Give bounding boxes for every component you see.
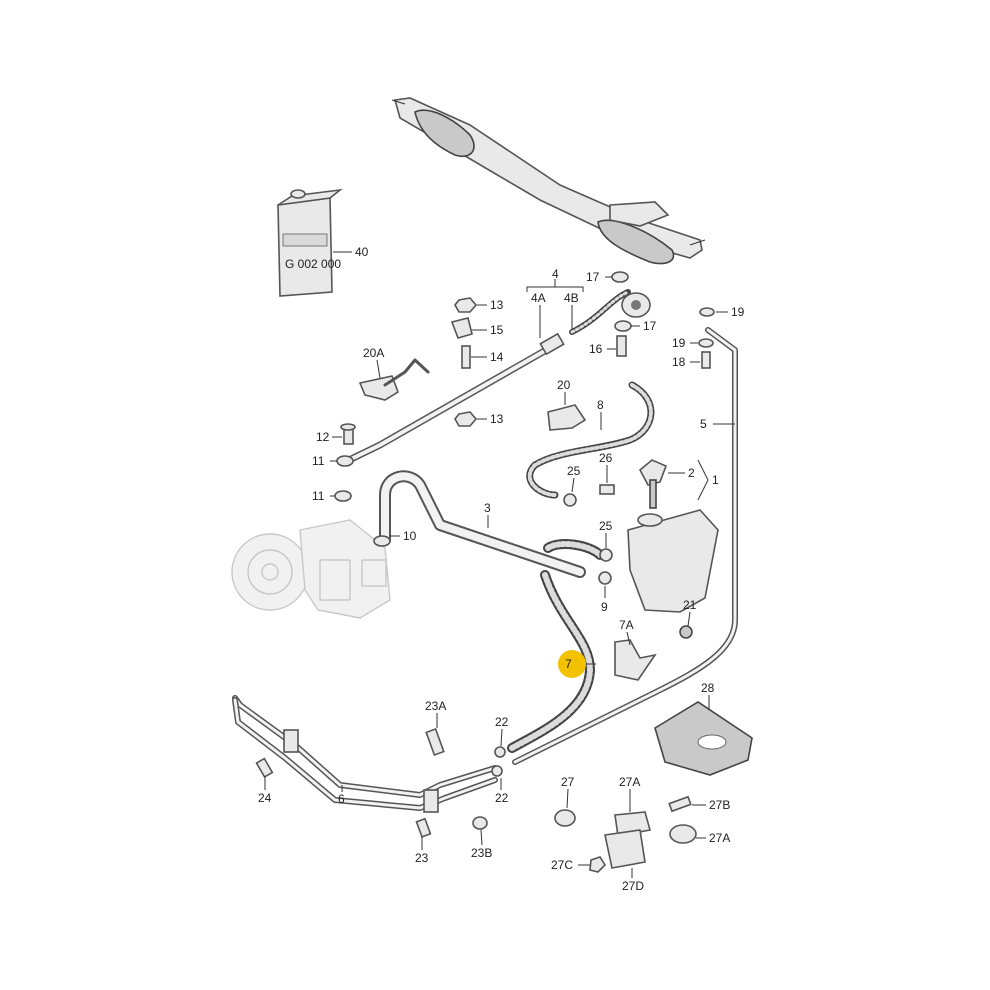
label-6: 6 xyxy=(338,792,345,806)
line-5 xyxy=(512,327,738,765)
label-22: 22 xyxy=(495,791,509,805)
part-labels: 13 15 14 13 12 11 11 10 20A 20 4 4A 4B 1… xyxy=(258,267,745,893)
label-7: 7 xyxy=(565,657,572,671)
label-18: 18 xyxy=(672,355,686,369)
label-1: 1 xyxy=(712,473,719,487)
highlight-marker xyxy=(558,650,586,678)
label-23: 23 xyxy=(415,851,429,865)
label-22: 22 xyxy=(495,715,509,729)
label-23a: 23A xyxy=(425,699,446,713)
label-27: 27 xyxy=(561,775,575,789)
label-11: 11 xyxy=(312,489,325,503)
steering-pump xyxy=(231,519,391,619)
fluid-reservoir xyxy=(627,459,719,639)
label-19: 19 xyxy=(731,305,745,319)
label-13: 13 xyxy=(490,298,504,312)
label-16: 16 xyxy=(589,342,603,356)
label-20: 20 xyxy=(557,378,571,392)
label-2: 2 xyxy=(688,466,695,480)
label-4a: 4A xyxy=(531,291,546,305)
label-25: 25 xyxy=(599,519,613,533)
label-23b: 23B xyxy=(471,846,492,860)
label-21: 21 xyxy=(683,598,697,612)
hose-3 xyxy=(379,470,586,578)
label-12: 12 xyxy=(316,430,330,444)
label-17: 17 xyxy=(586,270,600,284)
label-14: 14 xyxy=(490,350,504,364)
label-7a: 7A xyxy=(619,618,634,632)
small-parts xyxy=(255,271,753,873)
label-4b: 4B xyxy=(564,291,579,305)
label-24: 24 xyxy=(258,791,272,805)
fluid-can: G 002 000 40 xyxy=(277,188,369,297)
label-40: 40 xyxy=(355,245,369,259)
label-4: 4 xyxy=(552,267,559,281)
label-15: 15 xyxy=(490,323,504,337)
return-hose-8 xyxy=(526,381,655,499)
label-11: 11 xyxy=(312,454,325,468)
label-5: 5 xyxy=(700,417,707,431)
label-10: 10 xyxy=(403,529,417,543)
label-27a: 27A xyxy=(709,831,730,845)
label-28: 28 xyxy=(701,681,715,695)
fluid-can-text: G 002 000 xyxy=(285,257,341,271)
label-19: 19 xyxy=(672,336,686,350)
label-8: 8 xyxy=(597,398,604,412)
label-27a: 27A xyxy=(619,775,640,789)
label-13: 13 xyxy=(490,412,504,426)
hose-7 xyxy=(507,539,605,753)
label-26: 26 xyxy=(599,451,613,465)
label-27d: 27D xyxy=(622,879,644,893)
label-17: 17 xyxy=(643,319,657,333)
line-6 xyxy=(232,695,498,813)
label-27c: 27C xyxy=(551,858,573,872)
steering-rack xyxy=(391,97,706,265)
label-20a: 20A xyxy=(363,346,384,360)
label-9: 9 xyxy=(601,600,608,614)
label-25: 25 xyxy=(567,464,581,478)
pressure-line xyxy=(341,289,651,466)
label-3: 3 xyxy=(484,501,491,515)
label-27b: 27B xyxy=(709,798,730,812)
